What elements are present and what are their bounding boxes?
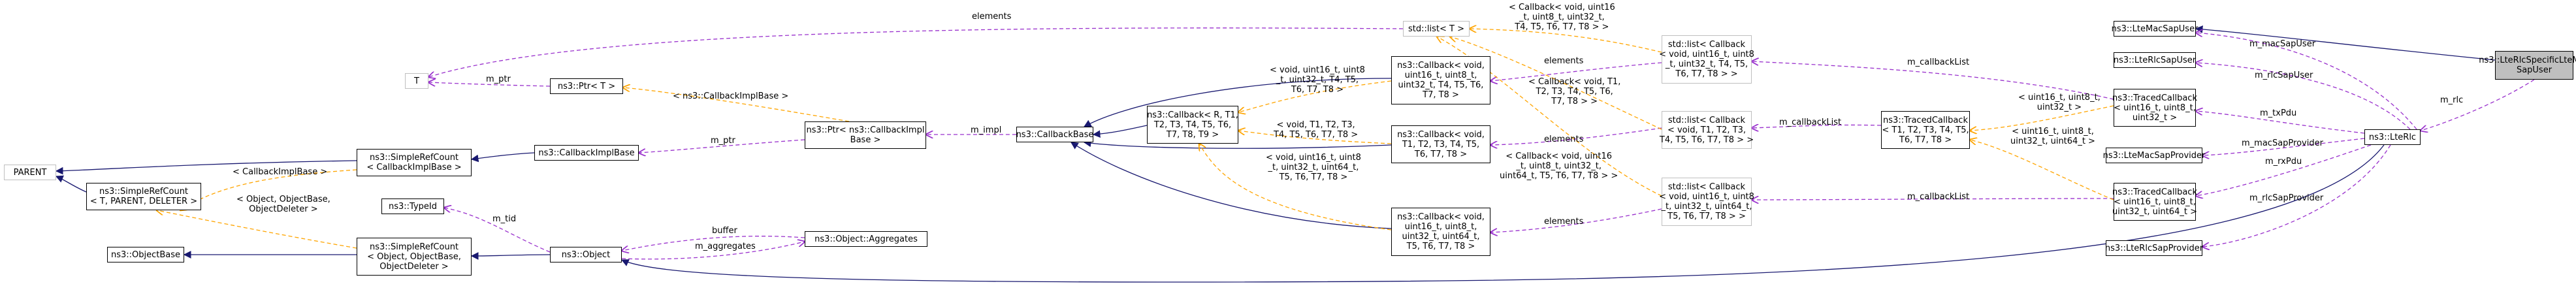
- node-object[interactable]: ns3::Object: [550, 247, 622, 262]
- node-object-base[interactable]: ns3::ObjectBase: [107, 247, 184, 262]
- edge-label-elements-a: elements: [1544, 56, 1584, 66]
- edge-use-elements-a: [1490, 62, 1662, 81]
- edge-use-m-aggregates: [621, 242, 805, 260]
- edge-label-m-mac-sap-user: m_macSapUser: [2249, 39, 2316, 49]
- node-callback-void[interactable]: ns3::Callback< void, T1, T2, T3, T4, T5,…: [1391, 125, 1490, 163]
- edge-label-m-tid: m_tid: [492, 214, 517, 224]
- edge-label-m-mac-sap-provider: m_macSapProvider: [2242, 138, 2323, 148]
- edge-use-m-rlcsapprovider: [2202, 144, 2391, 247]
- node-lte-rlc-sap-provider[interactable]: ns3::LteRlcSapProvider: [2105, 240, 2203, 256]
- edge-label-m-rlc: m_rlc: [2440, 95, 2464, 105]
- edge-label-elements-top: elements: [972, 12, 1012, 22]
- edge-inherit-src-parent: [55, 160, 357, 175]
- edge-tmpl-ptr-cib: [623, 87, 850, 122]
- edge-use-m-rlcsapuser: [2196, 63, 2411, 130]
- edge-tmpl-listmid: [1450, 37, 1662, 130]
- edge-tmpl-traced4: [1970, 140, 2114, 200]
- node-list-callback-generic[interactable]: std::list< Callback < void, T1, T2, T3, …: [1660, 111, 1754, 149]
- edge-label-tmpl-list-top: < Callback< void, uint16_t, uint8_t, uin…: [1509, 3, 1615, 32]
- edge-label-tmpl-list-mid: < Callback< void, T1,T2, T3, T4, T5, T6,…: [1528, 77, 1621, 106]
- edge-use-elements-c: [1490, 208, 1662, 232]
- edge-tmpl-cbvoid: [1238, 131, 1392, 144]
- node-traced-callback-3[interactable]: ns3::TracedCallback < uint16_t, uint8_t,…: [2112, 89, 2197, 127]
- node-lte-rlc-specific-lte-mac-sap-user[interactable]: ns3::LteRlcSpecificLteMac SapUser: [2479, 51, 2576, 80]
- edge-label-elements-c: elements: [1544, 217, 1584, 227]
- edge-label-tmpl-src-obj: < Object, ObjectBase,ObjectDeleter >: [236, 195, 330, 214]
- node-callback-3[interactable]: ns3::Callback< void, uint16_t, uint8_t, …: [1391, 56, 1490, 104]
- node-callback-impl-base[interactable]: ns3::CallbackImplBase: [534, 145, 639, 161]
- node-lte-rlc-sap-user[interactable]: ns3::LteRlcSapUser: [2114, 52, 2196, 68]
- edge-inherit-cbvoid-base: [1083, 139, 1392, 149]
- node-lte-rlc[interactable]: ns3::LteRlc: [2364, 129, 2421, 145]
- edge-tmpl-cb3: [1238, 80, 1392, 112]
- edge-label-tmpl-cb3: < void, uint16_t, uint8_t, uint32_t, T4,…: [1270, 65, 1365, 95]
- edge-use-m-rlc: [2421, 79, 2535, 131]
- edge-inherit-cib-src: [470, 152, 535, 163]
- edge-label-m-callback-list-bot: m_callbackList: [1907, 192, 1970, 202]
- node-simple-ref-count-cib[interactable]: ns3::SimpleRefCount < CallbackImplBase >: [357, 149, 472, 176]
- node-list-callback-3[interactable]: std::list< Callback < void, uint16_t, ui…: [1659, 35, 1754, 84]
- edge-tmpl-cb4: [1199, 144, 1392, 230]
- edge-label-tmpl-cbvoid: < void, T1, T2, T3,T4, T5, T6, T7, T8 >: [1274, 120, 1359, 140]
- edge-use-m-ptr-cib: [639, 139, 805, 153]
- edge-label-m-ptr-t: m_ptr: [486, 74, 511, 84]
- node-callback-4[interactable]: ns3::Callback< void, uint16_t, uint8_t, …: [1391, 208, 1490, 256]
- edge-use-cblist-bot: [1752, 199, 2114, 200]
- edge-label-m-ptr-cib: m_ptr: [711, 136, 735, 146]
- edge-label-m-rx-pdu: m_rxPdu: [2265, 157, 2302, 167]
- edge-use-m-macsapuser: [2196, 33, 2417, 130]
- edge-label-tmpl-uint16-uint64: < uint16_t, uint8_t,uint32_t, uint64_t >: [2010, 127, 2095, 146]
- edge-label-m-callback-list-mid: m_callbackList: [1779, 118, 1842, 127]
- node-traced-callback-4[interactable]: ns3::TracedCallback < uint16_t, uint8_t,…: [2112, 183, 2197, 221]
- edge-tmpl-traced3: [1970, 105, 2114, 131]
- edge-label-m-tx-pdu: m_txPdu: [2260, 108, 2297, 118]
- node-parent[interactable]: PARENT: [4, 165, 56, 180]
- edge-inherit-cbgeneric-base: [1092, 125, 1148, 138]
- edge-inherit-rlcspecific-macsapuser: [2195, 25, 2496, 61]
- edge-use-elements-b: [1490, 127, 1662, 145]
- edge-label-buffer: buffer: [712, 226, 737, 236]
- edge-tmpl-listbot: [1437, 37, 1662, 197]
- edge-label-m-callback-list-top: m_callbackList: [1907, 57, 1970, 67]
- edge-tmpl-list3: [1470, 29, 1662, 53]
- edge-inherit-srcg-parent: [55, 175, 87, 193]
- edge-label-m-aggregates: m_aggregates: [695, 242, 756, 251]
- edge-tmpl-src-obj: [157, 210, 357, 249]
- edge-label-m-rlc-sap-user: m_rlcSapUser: [2255, 71, 2313, 80]
- edge-use-elements-top: [428, 27, 1404, 77]
- edge-label-m-impl: m_impl: [971, 125, 1002, 135]
- node-simple-ref-count-generic[interactable]: ns3::SimpleRefCount < T, PARENT, DELETER…: [86, 183, 201, 210]
- node-type-id[interactable]: ns3::TypeId: [381, 199, 444, 214]
- node-lte-mac-sap-provider[interactable]: ns3::LteMacSapProvider: [2103, 148, 2205, 163]
- node-object-aggregates[interactable]: ns3::Object::Aggregates: [805, 231, 927, 247]
- edge-use-m-tid: [444, 208, 551, 253]
- edge-use-cblist-top: [1752, 61, 2114, 100]
- edge-use-m-txpdu: [2196, 111, 2365, 134]
- node-lte-mac-sap-user[interactable]: ns3::LteMacSapUser: [2112, 21, 2198, 37]
- node-t[interactable]: T: [405, 73, 428, 89]
- edge-use-buffer: [622, 236, 805, 251]
- edge-label-tmpl-uint16-uint32: < uint16_t, uint8_t,uint32_t >: [2018, 93, 2101, 112]
- edge-inherit-cb4-base: [1071, 142, 1392, 229]
- edge-label-tmpl-src-cib: < CallbackImplBase >: [233, 167, 328, 177]
- node-ptr-t[interactable]: ns3::Ptr< T >: [550, 78, 623, 94]
- edge-label-elements-b: elements: [1544, 135, 1584, 144]
- edge-use-m-rxpdu: [2196, 144, 2372, 196]
- edge-use-m-macsapprovider: [2202, 138, 2365, 155]
- node-list-t[interactable]: std::list< T >: [1403, 21, 1470, 37]
- edge-label-m-rlc-sap-provider: m_rlcSapProvider: [2249, 193, 2324, 203]
- node-simple-ref-count-obj[interactable]: ns3::SimpleRefCount < Object, ObjectBase…: [357, 238, 472, 276]
- edge-inherit-object-src: [470, 252, 551, 260]
- node-ptr-callback-impl-base[interactable]: ns3::Ptr< ns3::CallbackImpl Base >: [805, 121, 926, 149]
- edge-inherit-cb3-base: [1083, 78, 1392, 127]
- edge-inherit-ltelrc-object: [620, 144, 2385, 283]
- node-traced-callback-generic[interactable]: ns3::TracedCallback < T1, T2, T3, T4, T5…: [1881, 111, 1970, 149]
- node-callback-base[interactable]: ns3::CallbackBase: [1016, 127, 1093, 142]
- node-callback-generic[interactable]: ns3::Callback< R, T1, T2, T3, T4, T5, T6…: [1147, 106, 1238, 144]
- edge-label-tmpl-cb4: < void, uint16_t, uint8_t, uint32_t, uin…: [1266, 153, 1361, 182]
- edge-label-tmpl-cib: < ns3::CallbackImplBase >: [673, 91, 789, 101]
- node-list-callback-4[interactable]: std::list< Callback < void, uint16_t, ui…: [1659, 178, 1754, 226]
- edge-label-tmpl-list-bot: < Callback< void, uint16_t, uint8_t, uin…: [1500, 151, 1618, 181]
